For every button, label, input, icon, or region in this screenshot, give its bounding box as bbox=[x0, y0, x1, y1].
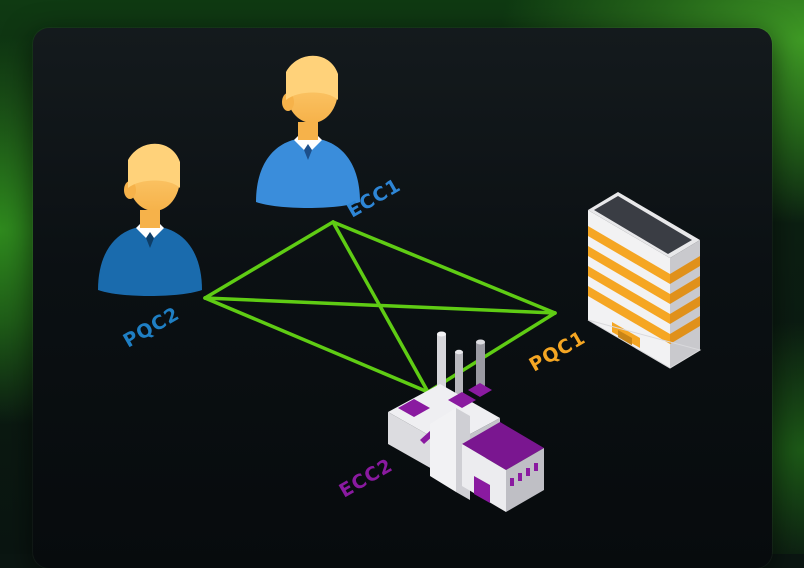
edge-ecc1-pqc2 bbox=[203, 220, 335, 300]
office-building-icon bbox=[587, 192, 702, 369]
network-diagram: ECC1 PQC2 PQC1 ECC2 bbox=[98, 55, 702, 512]
factory-icon bbox=[388, 331, 544, 512]
person-icon bbox=[256, 55, 360, 208]
edge-pqc2-pqc1 bbox=[203, 296, 557, 315]
node-label-ecc2: ECC2 bbox=[336, 454, 397, 502]
edge-ecc1-pqc1 bbox=[331, 220, 557, 315]
edge-group bbox=[203, 220, 557, 394]
person-icon bbox=[98, 143, 202, 296]
node-label-pqc1: PQC1 bbox=[526, 327, 590, 377]
edge-pqc1-ecc2 bbox=[426, 311, 557, 394]
node-label-pqc2: PQC2 bbox=[120, 303, 184, 353]
edge-pqc2-ecc2 bbox=[203, 296, 430, 394]
